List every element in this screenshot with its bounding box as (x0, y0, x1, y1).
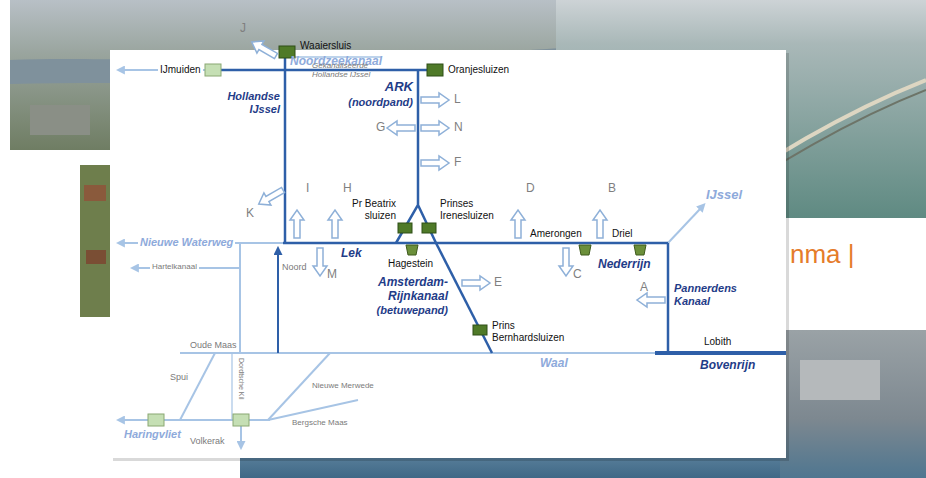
weir-symbol (634, 245, 646, 255)
waterway-name: Nieuwe Waterweg (138, 236, 235, 249)
waterway-name: Hartelkanaal (150, 262, 199, 271)
waterway-line (284, 58, 287, 243)
waterway-name: Oude Maas (190, 340, 237, 350)
waterway-name: Haringvliet (124, 428, 181, 441)
lock-name: IJmuiden (158, 64, 203, 76)
weirs (406, 245, 646, 255)
block-arrow (511, 210, 525, 238)
photo-roof (84, 185, 106, 201)
lock-symbol (233, 414, 249, 426)
waterway-name: ARK (385, 80, 413, 95)
lock-name: Prinses Irenesluizen (440, 198, 506, 221)
callout-letter: K (246, 207, 254, 221)
block-arrow (462, 276, 490, 290)
waterway-name: Hollandse IJssel (218, 90, 280, 115)
lock-symbol (398, 223, 412, 233)
waterway-name: Nederrijn (598, 258, 651, 272)
waterway-name: Waal (540, 357, 568, 371)
callout-letter: I (306, 182, 309, 196)
waterway-line (667, 243, 670, 353)
block-arrow (387, 121, 415, 135)
waterway-name: Bovenrijn (700, 359, 755, 373)
weir-symbol (406, 245, 418, 255)
secondary-waterways (124, 57, 700, 442)
waterway-name: Nieuwe Merwede (312, 381, 374, 390)
waterway-section: (noordpand) (348, 96, 413, 109)
callout-letter: E (494, 276, 502, 290)
waterway-line (240, 426, 242, 442)
weir-name: Hagestein (388, 258, 433, 270)
callout-letter: J (240, 22, 246, 36)
waterway-line (180, 352, 655, 354)
waterway-name: Volkerak (190, 436, 225, 446)
block-arrow (248, 36, 279, 62)
photo-building (800, 360, 880, 400)
block-arrow (313, 248, 327, 276)
block-arrow (421, 156, 449, 170)
lock-name: Waaiersluis (300, 40, 351, 52)
waterway-line (396, 70, 436, 243)
waterway-name: IJssel (706, 188, 742, 203)
callout-letter: F (454, 156, 461, 170)
lock-symbol (148, 414, 164, 426)
photo-building (30, 105, 90, 135)
photo-roof (86, 250, 106, 264)
locks (279, 46, 487, 335)
waterway-line (180, 353, 215, 420)
place-name: Lobith (704, 336, 731, 348)
callout-letter: H (343, 182, 352, 196)
waterway-line (277, 254, 279, 353)
callout-letter: A (640, 281, 648, 295)
main-waterways (221, 58, 786, 353)
waterway-name: Pannerdens Kanaal (674, 282, 744, 307)
diagram-card (110, 50, 786, 458)
lock-symbol (422, 223, 436, 233)
lock-name: Oranjesluizen (448, 64, 509, 76)
withdrawal-arrows (248, 36, 665, 307)
weir-name: Driel (612, 228, 633, 240)
waterway-name: Spui (170, 372, 188, 382)
block-arrow (593, 210, 607, 238)
lock-symbol (427, 64, 443, 76)
waterway-line (283, 242, 668, 245)
lock-name: Prins Bernhardsluizen (492, 320, 574, 343)
block-arrow (559, 248, 573, 276)
callout-letter: B (608, 182, 616, 196)
weir-name: Amerongen (530, 228, 582, 240)
waterway-name: Dordtsche Kil (237, 358, 245, 400)
lock-symbol (473, 325, 487, 335)
lock-name: Pr Beatrix sluizen (344, 198, 396, 221)
waterway-note: Gekanaliseerde Hollandse IJssel (312, 61, 380, 79)
waterway-name: Amsterdam-Rijnkanaal (368, 276, 448, 304)
callout-letter: D (526, 182, 535, 196)
logo-text: nma | (790, 240, 855, 270)
block-arrow (421, 93, 449, 107)
block-arrow (421, 121, 449, 135)
waterway-line (655, 351, 786, 355)
callout-letter: M (327, 268, 337, 282)
waterway-name: Bergsche Maas (292, 418, 348, 427)
waterway-line (668, 209, 700, 243)
callout-letter: G (376, 121, 385, 135)
lock-symbol (205, 64, 221, 76)
waterway-line (268, 400, 358, 420)
waterway-name: Noord (282, 262, 307, 272)
block-arrow (637, 293, 665, 307)
callout-letter: C (573, 268, 582, 282)
waterway-name: Lek (341, 247, 362, 261)
waterway-line (231, 353, 232, 420)
waterway-line (239, 243, 241, 353)
waterway-section: (betuwepand) (377, 304, 449, 317)
block-arrow (255, 184, 286, 210)
block-arrow (328, 210, 342, 238)
callout-letter: N (454, 121, 463, 135)
weir-symbol (579, 245, 591, 255)
callout-letter: L (454, 93, 461, 107)
block-arrow (290, 210, 304, 238)
